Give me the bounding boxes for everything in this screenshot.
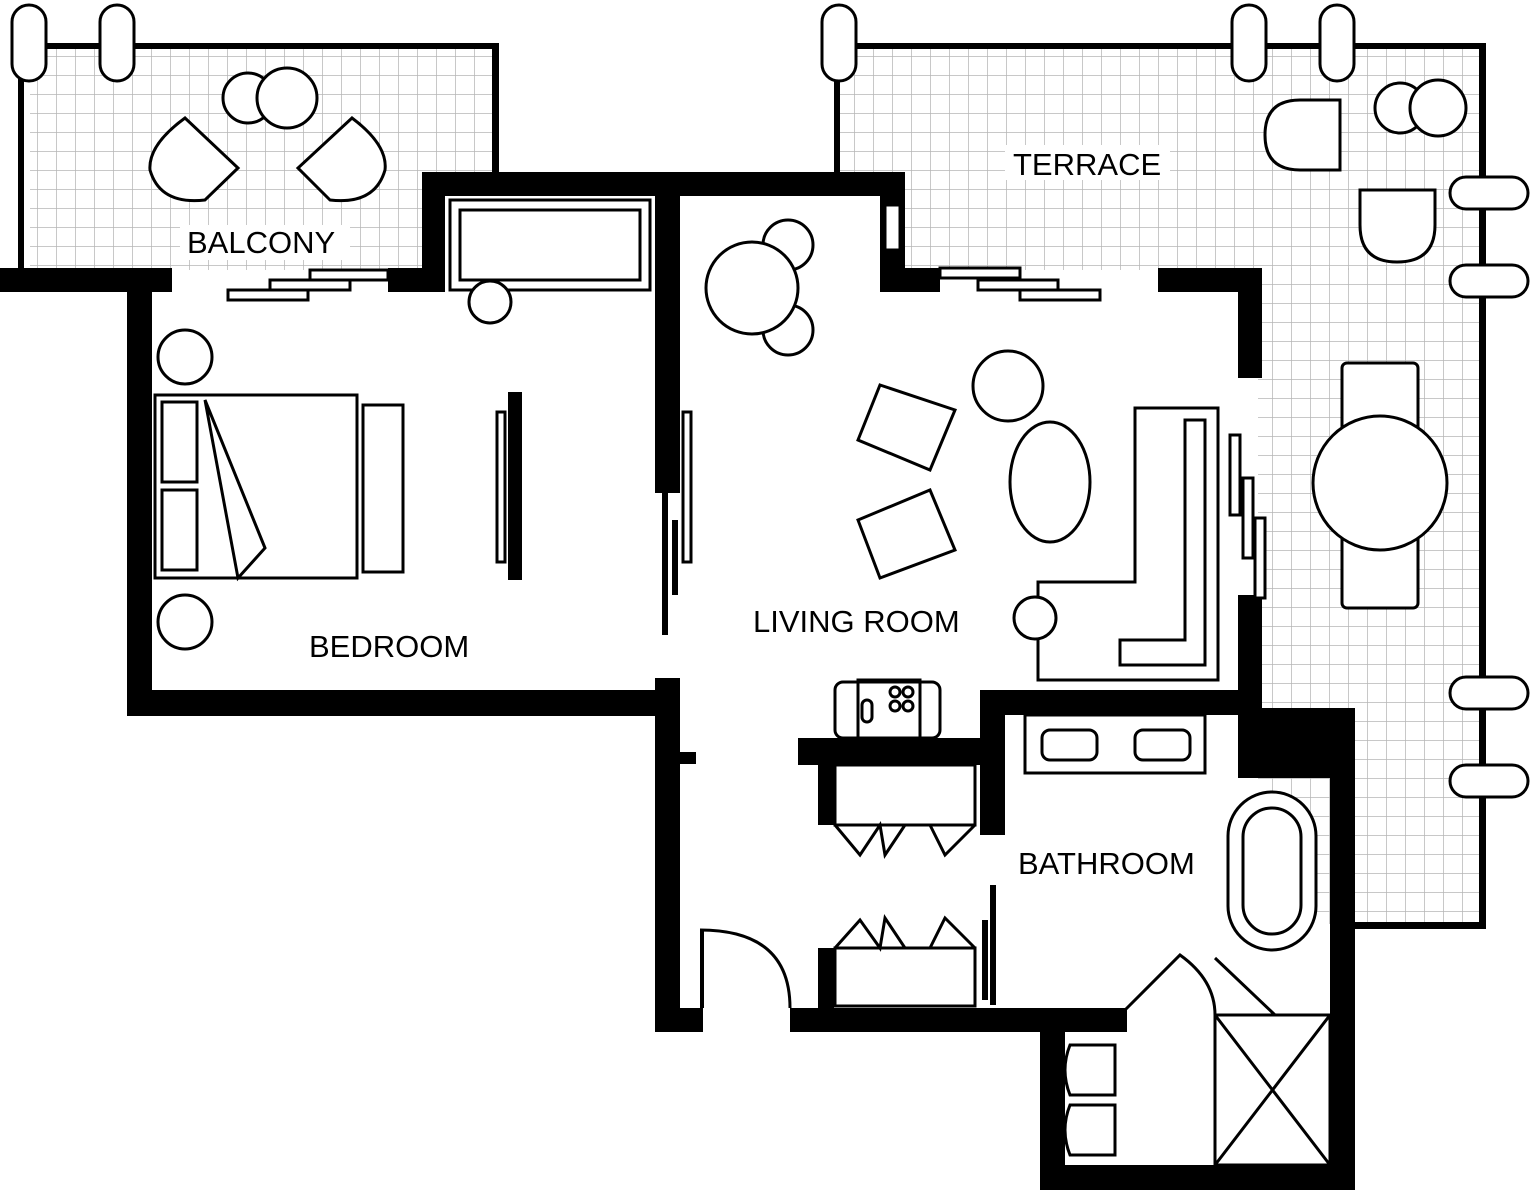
balcony-furniture [148, 66, 387, 203]
railing-posts [10, 3, 1530, 799]
bedroom-furniture [153, 198, 652, 651]
room-label-terrace: TERRACE [1013, 147, 1161, 182]
walls [0, 172, 1355, 1190]
room-label-bedroom: BEDROOM [309, 629, 469, 664]
room-label-balcony: BALCONY [187, 225, 335, 260]
room-label-living-room: LIVING ROOM [753, 604, 960, 639]
bathroom-fixtures [1023, 713, 1332, 1167]
terrace-furniture [1263, 78, 1468, 610]
wardrobes [699, 763, 977, 1009]
living-room-furniture [704, 218, 1220, 740]
room-label-bathroom: BATHROOM [1018, 846, 1195, 881]
window-frames [226, 203, 1267, 1005]
